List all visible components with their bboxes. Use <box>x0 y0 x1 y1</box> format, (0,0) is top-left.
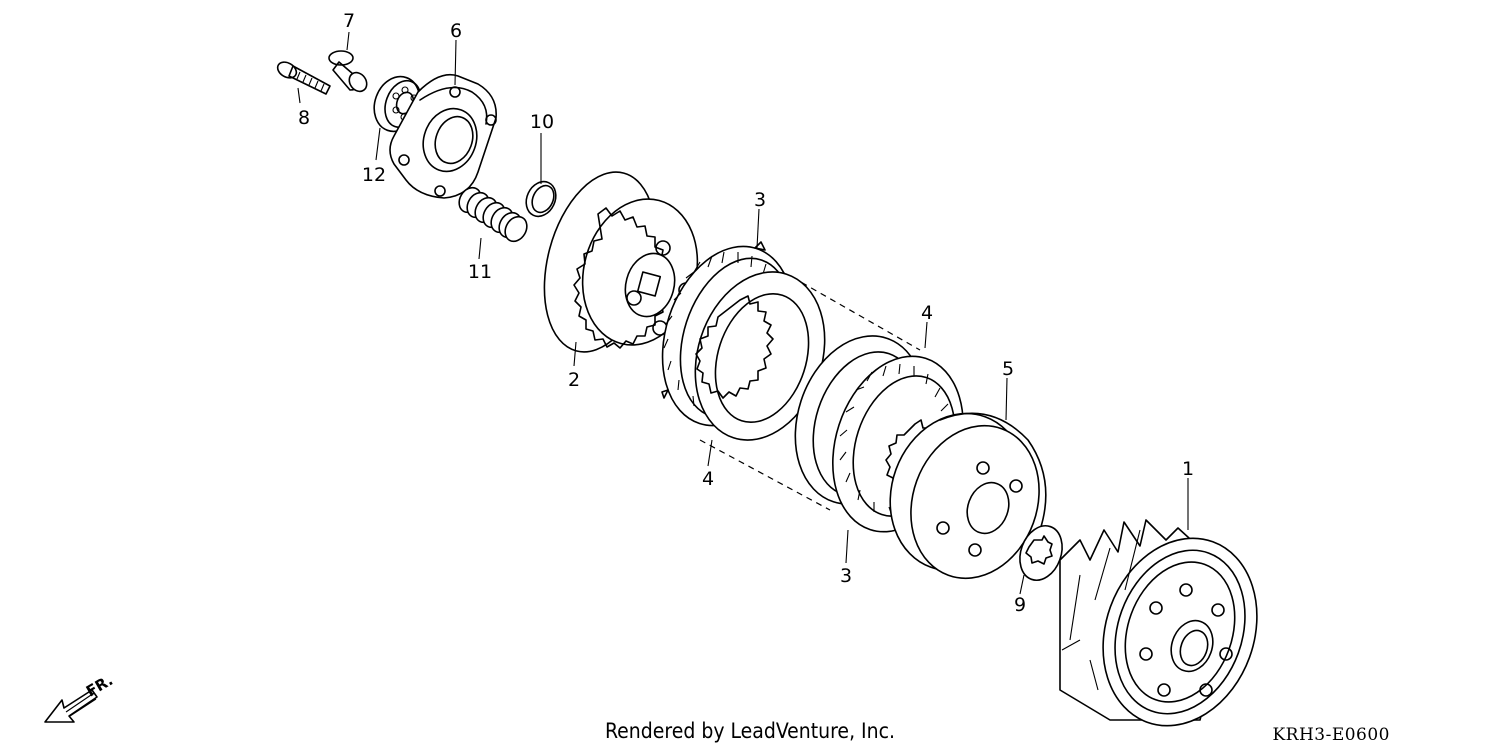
callout-4-upper: 4 <box>921 302 933 324</box>
part-5-clutch-center <box>889 412 1047 580</box>
diagram-code: KRH3-E0600 <box>1272 725 1390 745</box>
part-7-collar <box>328 50 368 93</box>
credit-text: Rendered by LeadVenture, Inc. <box>605 719 895 743</box>
callout-12: 12 <box>362 164 386 186</box>
leader-lines <box>297 31 1189 595</box>
callout-numbers: 7 6 8 12 10 11 2 3 4 4 3 5 9 1 <box>298 10 1194 616</box>
part-9-lock-washer <box>1019 525 1063 581</box>
front-direction-arrow: FR. <box>44 671 116 723</box>
callout-5: 5 <box>1002 358 1014 380</box>
part-8-bolt <box>276 61 331 95</box>
callout-3-upper: 3 <box>754 189 766 211</box>
callout-2: 2 <box>568 369 580 391</box>
callout-7: 7 <box>343 10 355 32</box>
callout-3-lower: 3 <box>840 565 852 587</box>
callout-10: 10 <box>530 111 554 133</box>
alignment-lines <box>699 276 921 511</box>
callout-6: 6 <box>450 20 462 42</box>
callout-9: 9 <box>1014 594 1026 616</box>
part-11-spring <box>458 186 528 243</box>
callout-11: 11 <box>468 261 492 283</box>
callout-8: 8 <box>298 107 310 129</box>
callout-4-lower: 4 <box>702 468 714 490</box>
part-10-snap-ring <box>525 180 557 218</box>
part-1-clutch-outer <box>1059 519 1258 727</box>
callout-1: 1 <box>1182 458 1194 480</box>
part-6-lifter-plate <box>389 73 497 199</box>
